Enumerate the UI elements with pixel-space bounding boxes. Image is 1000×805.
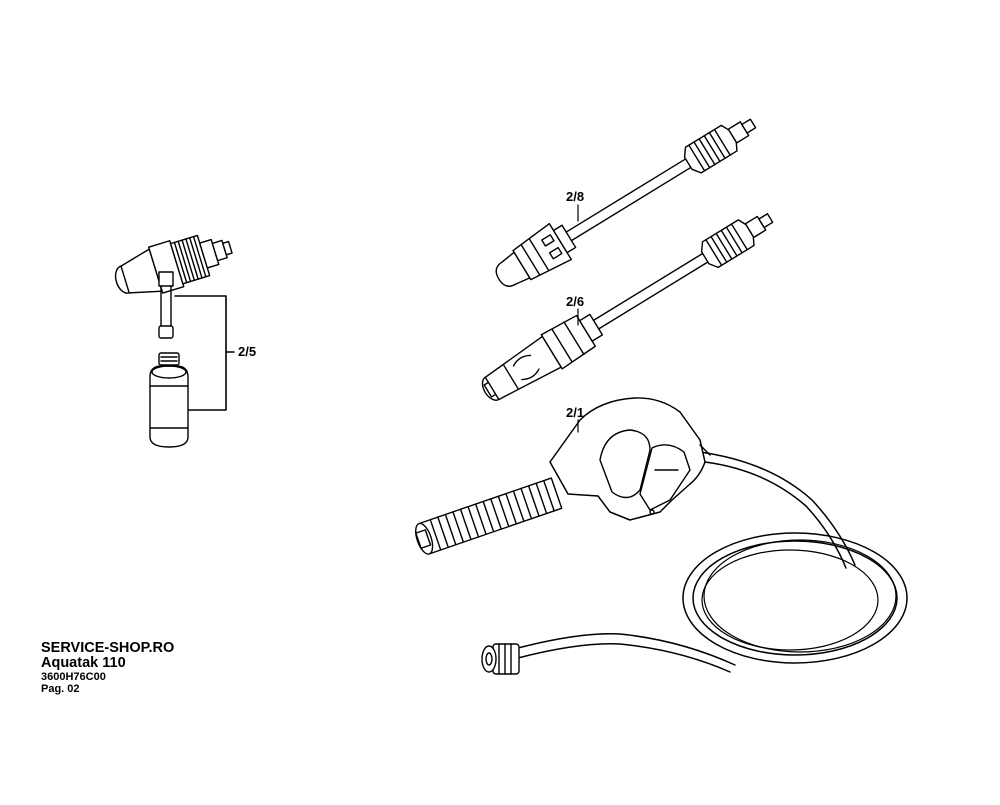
shop-name: SERVICE-SHOP.RO [41, 640, 175, 656]
lance-vario-nozzle-part [475, 201, 781, 410]
callout-2-6: 2/6 [566, 294, 585, 309]
lance-rotary-nozzle-part [488, 106, 764, 298]
callout-2-8: 2/8 [566, 189, 585, 204]
foam-nozzle-part [109, 224, 237, 338]
callout-2-1: 2/1 [566, 405, 585, 420]
detergent-bottle-part [150, 353, 188, 447]
footer-info: SERVICE-SHOP.RO Aquatak 110 3600H76C00 P… [41, 640, 175, 696]
callout-bracket-2-5 [175, 296, 234, 410]
model-name: Aquatak 110 [41, 655, 126, 671]
trigger-gun-hose-part [412, 398, 907, 674]
part-code: 3600H76C00 [41, 671, 106, 683]
callout-2-5: 2/5 [238, 344, 257, 359]
page-number: Pag. 02 [41, 683, 80, 695]
